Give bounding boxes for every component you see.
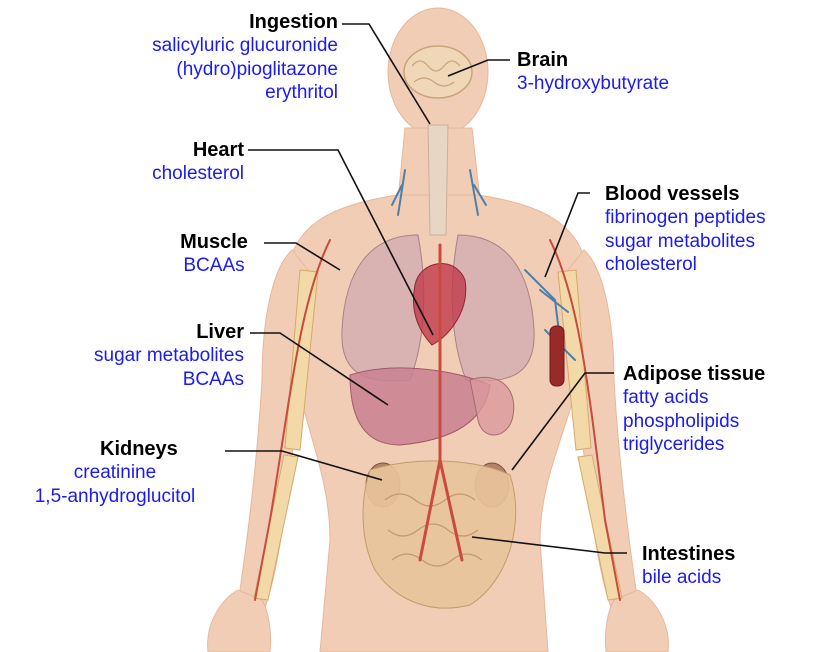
liver-label: Liver sugar metabolites BCAAs: [94, 320, 244, 391]
heart-label: Heart cholesterol: [152, 138, 244, 186]
blood-vessels-item: cholesterol: [605, 253, 766, 276]
ingestion-title: Ingestion: [152, 10, 338, 34]
trachea: [428, 125, 448, 235]
brain-label: Brain 3-hydroxybutyrate: [517, 48, 669, 96]
muscle-label: Muscle BCAAs: [168, 230, 260, 278]
brain-shape: [404, 46, 472, 98]
adipose-item: triglycerides: [623, 433, 765, 456]
adipose-title: Adipose tissue: [623, 362, 765, 386]
brain-title: Brain: [517, 48, 669, 72]
intestines-title: Intestines: [642, 542, 735, 566]
blood-vessels-item: fibrinogen peptides: [605, 206, 766, 229]
blood-vessels-title: Blood vessels: [605, 182, 766, 206]
muscle-item: BCAAs: [168, 254, 260, 277]
heart-title: Heart: [152, 138, 244, 162]
ingestion-item: salicyluric glucuronide: [152, 34, 338, 57]
intestines-label: Intestines bile acids: [642, 542, 735, 590]
adipose-label: Adipose tissue fatty acids phospholipids…: [623, 362, 765, 456]
intestines-item: bile acids: [642, 566, 735, 589]
liver-item: BCAAs: [94, 368, 244, 391]
ingestion-item: erythritol: [152, 81, 338, 104]
blood-vessels-item: sugar metabolites: [605, 230, 766, 253]
heart-item: cholesterol: [152, 162, 244, 185]
adipose-item: fatty acids: [623, 386, 765, 409]
kidneys-item: creatinine: [0, 461, 230, 484]
kidneys-title: Kidneys: [0, 437, 230, 461]
muscle-title: Muscle: [168, 230, 260, 254]
liver-item: sugar metabolites: [94, 344, 244, 367]
brain-item: 3-hydroxybutyrate: [517, 72, 669, 95]
adipose-item: phospholipids: [623, 410, 765, 433]
brain: [404, 46, 472, 98]
vessel-cross-section: [550, 326, 564, 386]
ingestion-label: Ingestion salicyluric glucuronide (hydro…: [152, 10, 338, 104]
liver-title: Liver: [94, 320, 244, 344]
kidneys-label: Kidneys creatinine 1,5-anhydroglucitol: [0, 437, 230, 508]
kidneys-item: 1,5-anhydroglucitol: [0, 485, 230, 508]
blood-vessels-label: Blood vessels fibrinogen peptides sugar …: [605, 182, 766, 276]
ingestion-item: (hydro)pioglitazone: [152, 58, 338, 81]
